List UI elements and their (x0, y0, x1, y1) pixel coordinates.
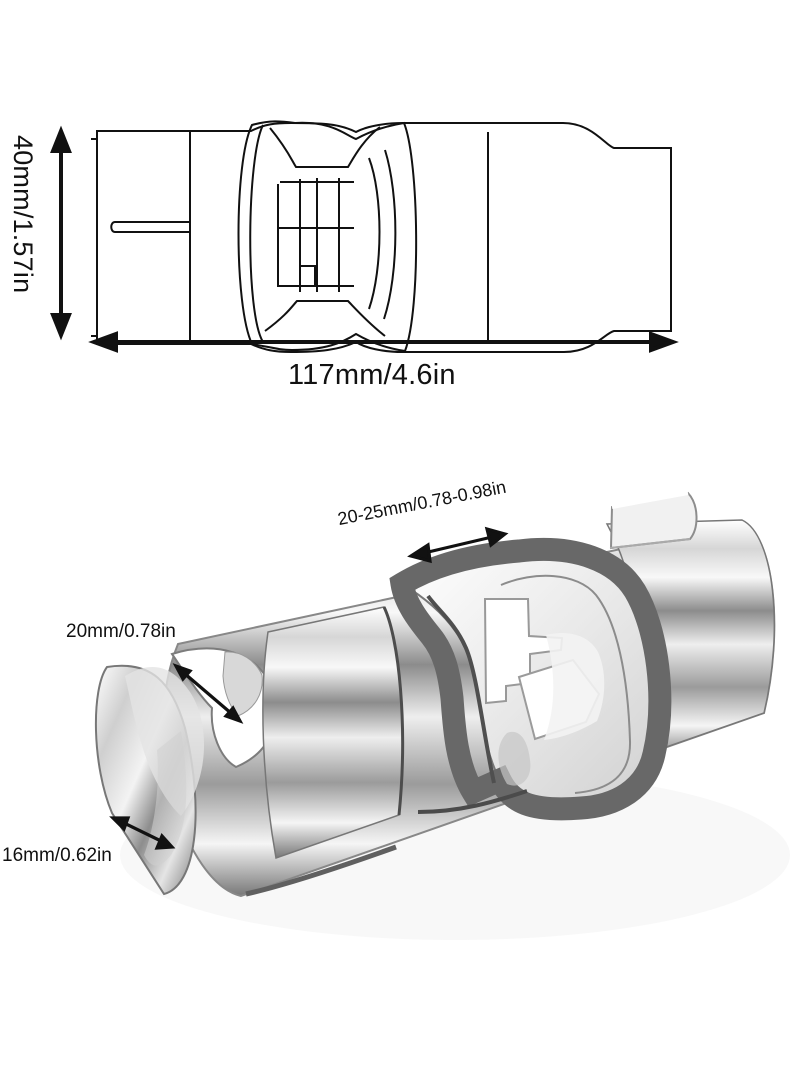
overall-height-label: 40mm/1.57in (8, 135, 38, 294)
top-dimension-arrows (50, 125, 679, 353)
product-photo (94, 491, 790, 940)
cradle-depth-label: 16mm/0.62in (2, 845, 112, 866)
overall-length-label: 117mm/4.6in (288, 359, 456, 391)
cradle-width-label: 20mm/0.78in (66, 621, 176, 642)
side-view-outline (91, 120, 672, 354)
photo-dimension-arrows (109, 526, 509, 850)
